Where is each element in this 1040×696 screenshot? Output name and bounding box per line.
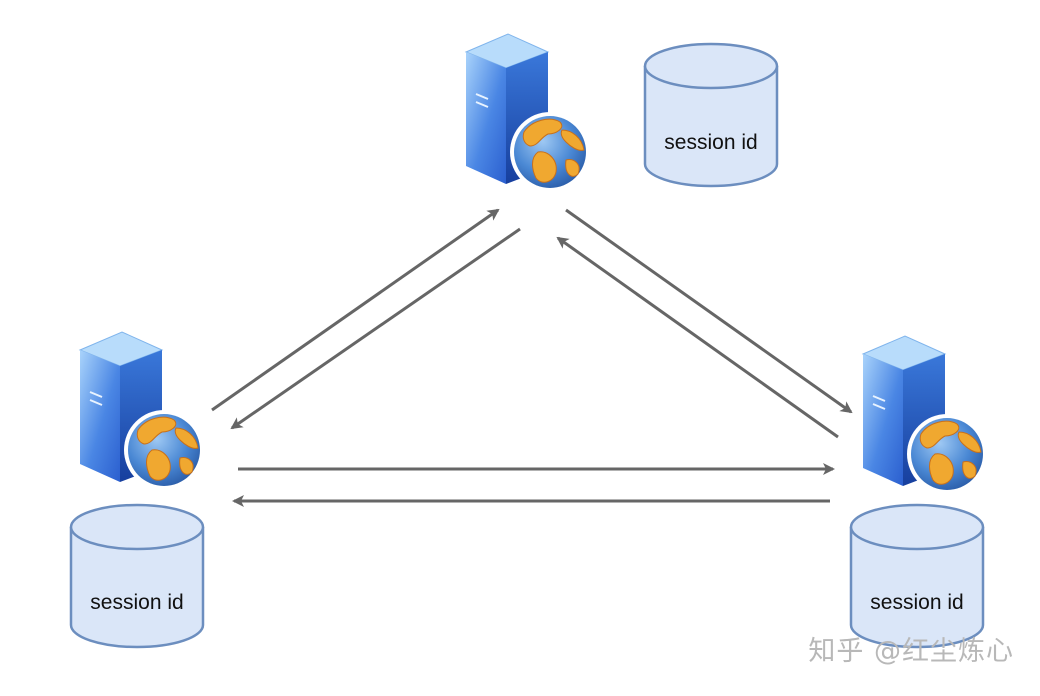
server-globe-icon	[465, 33, 591, 193]
arrow-top-to-left	[230, 227, 521, 430]
db-label: session id	[90, 591, 183, 614]
database-cylinder: session id	[849, 503, 985, 649]
server-node-right: session id	[849, 335, 988, 649]
db-label: session id	[870, 591, 963, 614]
server-globe-icon	[862, 335, 988, 495]
arrow-right-to-top	[556, 236, 839, 439]
database-cylinder: session id	[69, 503, 205, 649]
arrow-left-to-top	[211, 208, 500, 412]
server-node-top: session id	[465, 33, 779, 193]
server-node-left: session id	[69, 331, 205, 649]
server-globe-icon	[79, 331, 205, 491]
database-cylinder: session id	[643, 42, 779, 188]
arrow-top-to-right	[565, 208, 853, 414]
watermark: 知乎 @红尘炼心	[808, 636, 1014, 667]
db-label: session id	[664, 131, 757, 154]
